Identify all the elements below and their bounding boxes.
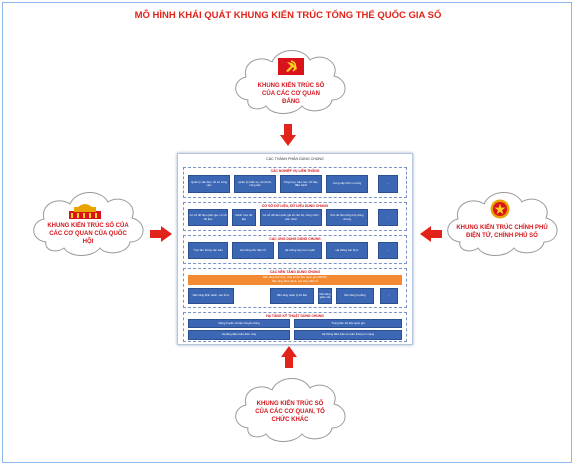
- block: Mạng truyền số liệu chuyên dùng: [188, 319, 290, 328]
- cloud-national-assembly-label: KHUNG KIẾN TRÚC SỐ CỦA CÁC CƠ QUAN CỦA Q…: [47, 223, 129, 245]
- block: Trung tâm dữ liệu quốc gia: [294, 319, 402, 328]
- block: Kho dữ liệu tổng hợp dùng chung: [326, 209, 368, 226]
- block: Danh mục dữ liệu: [232, 209, 256, 226]
- block: Cơ sở dữ liệu quốc gia, cơ sở dữ liệu: [188, 209, 228, 226]
- section-data: CƠ SỞ DỮ LIỆU, DỮ LIỆU DÙNG CHUNG Cơ sở …: [183, 202, 407, 231]
- arrow-up-icon: [281, 346, 297, 368]
- cloud-shape: [235, 378, 346, 442]
- cloud-other-agencies: KHUNG KIẾN TRÚC SỐ CỦA CÁC CƠ QUAN, TỔ C…: [228, 368, 352, 448]
- section-business: CÁC NGHIỆP VỤ LIÊN THÔNG Quản lý văn bản…: [183, 167, 407, 198]
- block: ...: [378, 209, 398, 226]
- cloud-other-agencies-label: KHUNG KIẾN TRÚC SỐ CỦA CÁC CƠ QUAN, TỔ C…: [255, 401, 325, 423]
- block: Nền tảng định danh, xác thực: [188, 288, 234, 304]
- diagram-title: MÔ HÌNH KHÁI QUÁT KHUNG KIẾN TRÚC TỔNG T…: [134, 10, 442, 21]
- ndxp-platform-bar: Nền tảng tích hợp, chia sẻ dữ liệu quốc …: [188, 275, 402, 285]
- ndxp-platform-label: Nền tảng tích hợp, chia sẻ dữ liệu quốc …: [263, 275, 327, 280]
- section-applications: CÁC ỨNG DỤNG DÙNG CHUNG Trục liên thông …: [183, 235, 407, 264]
- block: Hệ thống xác thực: [326, 242, 368, 259]
- cloud-shape: [447, 192, 558, 256]
- arrow-down-icon: [280, 124, 296, 146]
- section-title: HẠ TẦNG KỸ THUẬT DÙNG CHUNG: [266, 313, 324, 318]
- cloud-shape: [235, 50, 346, 114]
- block: Nền tảng hạ tầng: [336, 288, 374, 304]
- block: Quản lý văn bản, hồ sơ công việc: [188, 175, 230, 193]
- shared-components-panel: CÁC THÀNH PHẦN DÙNG CHUNG CÁC NGHIỆP VỤ …: [177, 153, 413, 345]
- block: Cung cấp dịch vụ công: [326, 175, 368, 193]
- block: Hạ tầng điện toán đám mây: [188, 330, 290, 340]
- cloud-shape: [33, 192, 144, 256]
- block: Quản lý nhân sự, tài chính, công sản: [234, 175, 276, 193]
- arrow-right-icon: [150, 226, 172, 242]
- block: ...: [378, 175, 398, 193]
- block: Nền tảng giám sát: [318, 288, 332, 304]
- section-title: CÁC ỨNG DỤNG DÙNG CHUNG: [269, 236, 321, 241]
- section-title: CÁC NGHIỆP VỤ LIÊN THÔNG: [270, 168, 320, 173]
- section-infrastructure: HẠ TẦNG KỸ THUẬT DÙNG CHUNG Mạng truyền …: [183, 312, 407, 342]
- section-platforms: CÁC NỀN TẢNG DÙNG CHUNG Nền tảng tích hợ…: [183, 268, 407, 308]
- block: Trục liên thông văn bản: [188, 242, 228, 259]
- block: Hệ thống họp trực tuyến: [278, 242, 322, 259]
- cloud-party: KHUNG KIẾN TRÚC SỐ CỦA CÁC CƠ QUAN ĐẢNG: [228, 42, 352, 118]
- arrow-left-icon: [420, 226, 442, 242]
- block: Cơ sở dữ liệu quốc gia về cán bộ, công c…: [260, 209, 322, 226]
- cloud-national-assembly: KHUNG KIẾN TRÚC SỐ CỦA CÁC CƠ QUAN CỦA Q…: [28, 186, 150, 262]
- national-emblem-icon: [490, 199, 510, 219]
- section-title: CÁC NỀN TẢNG DÙNG CHUNG: [269, 269, 321, 274]
- party-flag-icon: [278, 58, 304, 75]
- block: Hệ thống thư điện tử: [232, 242, 274, 259]
- block: Tổng hợp, báo cáo, chỉ đạo, điều hành: [280, 175, 322, 193]
- block: ...: [380, 288, 398, 304]
- block: Nền tảng quản lý dữ liệu: [270, 288, 314, 304]
- national-assembly-icon: [68, 202, 102, 220]
- block: Hệ thống đảm bảo an toàn thông tin mạng: [294, 330, 402, 340]
- cloud-party-label: KHUNG KIẾN TRÚC SỐ CỦA CÁC CƠ QUAN ĐẢNG: [257, 83, 325, 105]
- section-title: CƠ SỞ DỮ LIỆU, DỮ LIỆU DÙNG CHUNG: [261, 203, 329, 208]
- identity-platform-label: Nền tảng định danh, xác thực điện tử: [271, 279, 319, 283]
- panel-heading: CÁC THÀNH PHẦN DÙNG CHUNG: [266, 157, 324, 161]
- block: ...: [378, 242, 398, 259]
- cloud-government-label: KHUNG KIẾN TRÚC CHÍNH PHỦ ĐIỆN TỬ, CHÍNH…: [456, 225, 548, 239]
- cloud-government: KHUNG KIẾN TRÚC CHÍNH PHỦ ĐIỆN TỬ, CHÍNH…: [440, 186, 564, 262]
